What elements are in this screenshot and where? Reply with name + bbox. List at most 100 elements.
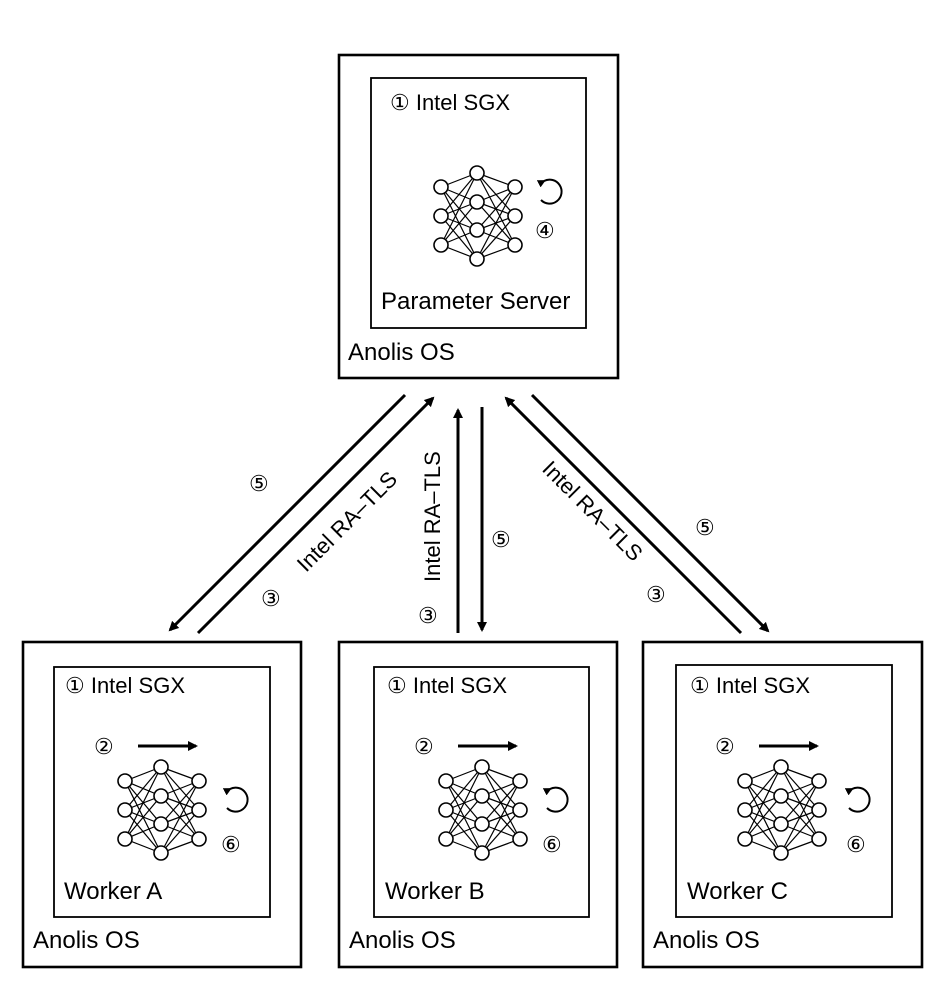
nn-node: [438, 773, 454, 789]
nn-connection: [481, 780, 521, 854]
worker-a-os-label: Anolis OS: [33, 927, 140, 954]
worker-c-input-step: ②: [715, 734, 735, 759]
nn-node: [773, 788, 789, 804]
nn-node: [438, 802, 454, 818]
nn-node: [737, 802, 753, 818]
link-c: Intel RA–TLS ⑤ ③: [504, 393, 770, 635]
worker-c-enclave-label: ① Intel SGX: [690, 673, 810, 698]
worker-b-input-step: ②: [414, 734, 434, 759]
link-a-up-step: ③: [261, 586, 281, 611]
worker-b-os-label: Anolis OS: [349, 927, 456, 954]
nn-connection: [124, 795, 162, 840]
worker-a-os-box: [21, 640, 303, 969]
nn-node: [512, 802, 528, 818]
link-c-up-arrow: [504, 396, 743, 635]
nn-connection: [440, 201, 478, 246]
nn-node: [737, 773, 753, 789]
nn-connection: [440, 172, 478, 217]
worker-b-loop-step: ⑥: [542, 832, 562, 857]
link-b-up-step: ③: [418, 603, 438, 628]
link-c-channel-label: Intel RA–TLS: [537, 456, 647, 566]
server-name: Parameter Server: [381, 288, 570, 315]
server-enclave-label: ① Intel SGX: [390, 90, 510, 115]
link-a-up-arrow: [196, 396, 435, 635]
nn-node: [507, 208, 523, 224]
nn-connection: [160, 809, 200, 854]
worker-b-loop-icon: [542, 786, 569, 813]
nn-node: [469, 222, 485, 238]
server-os-box: [337, 53, 620, 380]
worker-a-enclave-label: ① Intel SGX: [65, 673, 185, 698]
link-a: ⑤ Intel RA–TLS ③: [168, 393, 435, 635]
nn-node: [438, 831, 454, 847]
server-loop-icon: [536, 178, 563, 205]
nn-connection: [445, 795, 483, 840]
server-enclave-box: [370, 77, 587, 329]
nn-connection: [476, 186, 516, 260]
worker-b-name: Worker B: [385, 878, 485, 905]
link-c-up-step: ③: [646, 582, 666, 607]
server-neural-net-icon: [433, 165, 523, 267]
worker-b-enclave-label: ① Intel SGX: [387, 673, 507, 698]
worker-a-loop-step: ⑥: [221, 832, 241, 857]
nn-node: [811, 831, 827, 847]
nn-node: [773, 816, 789, 832]
link-b-down-step: ⑤: [491, 527, 511, 552]
nn-node: [474, 845, 490, 861]
worker-c-os-box: [641, 640, 924, 969]
link-b: Intel RA–TLS ⑤ ③: [418, 407, 511, 633]
nn-connection: [744, 766, 782, 840]
nn-node: [773, 759, 789, 775]
nn-node: [469, 251, 485, 267]
server-os-label: Anolis OS: [348, 339, 455, 366]
nn-node: [737, 831, 753, 847]
nn-node: [191, 802, 207, 818]
nn-node: [433, 237, 449, 253]
worker-c-os-label: Anolis OS: [653, 927, 760, 954]
nn-node: [153, 816, 169, 832]
nn-node: [507, 179, 523, 195]
parameter-server-node: ① Intel SGX ④ Parameter Server Anolis OS: [337, 53, 620, 380]
link-a-down-step: ⑤: [249, 471, 269, 496]
nn-connection: [780, 780, 820, 854]
nn-node: [811, 802, 827, 818]
worker-a-loop-icon: [222, 786, 249, 813]
nn-connection: [476, 186, 516, 231]
nn-connection: [780, 780, 820, 825]
nn-node: [191, 773, 207, 789]
link-b-channel-label: Intel RA–TLS: [420, 451, 445, 582]
nn-connection: [160, 780, 200, 854]
nn-node: [153, 845, 169, 861]
nn-connection: [124, 766, 162, 840]
worker-a-neural-net-icon: [117, 759, 207, 861]
nn-connection: [160, 780, 200, 825]
nn-node: [117, 773, 133, 789]
worker-c-name: Worker C: [687, 878, 788, 905]
nn-node: [433, 179, 449, 195]
link-a-down-arrow: [168, 393, 407, 632]
nn-node: [433, 208, 449, 224]
worker-b-enclave-box: [373, 666, 590, 918]
nn-node: [474, 788, 490, 804]
nn-connection: [481, 780, 521, 825]
nn-node: [512, 773, 528, 789]
nn-connection: [481, 809, 521, 854]
nn-connection: [476, 215, 516, 260]
worker-b-node: ① Intel SGX ② ⑥ Worker B Anolis OS: [337, 640, 619, 969]
worker-c-node: ① Intel SGX ② ⑥ Worker C Anolis OS: [641, 640, 924, 969]
nn-node: [474, 759, 490, 775]
worker-a-enclave-box: [53, 666, 271, 918]
nn-node: [469, 194, 485, 210]
worker-a-name: Worker A: [64, 878, 162, 905]
worker-b-neural-net-icon: [438, 759, 528, 861]
nn-node: [474, 816, 490, 832]
link-c-down-step: ⑤: [695, 515, 715, 540]
worker-c-loop-icon: [844, 786, 871, 813]
nn-node: [153, 788, 169, 804]
nn-node: [512, 831, 528, 847]
nn-node: [153, 759, 169, 775]
worker-c-enclave-box: [675, 664, 893, 918]
nn-connection: [744, 766, 782, 811]
